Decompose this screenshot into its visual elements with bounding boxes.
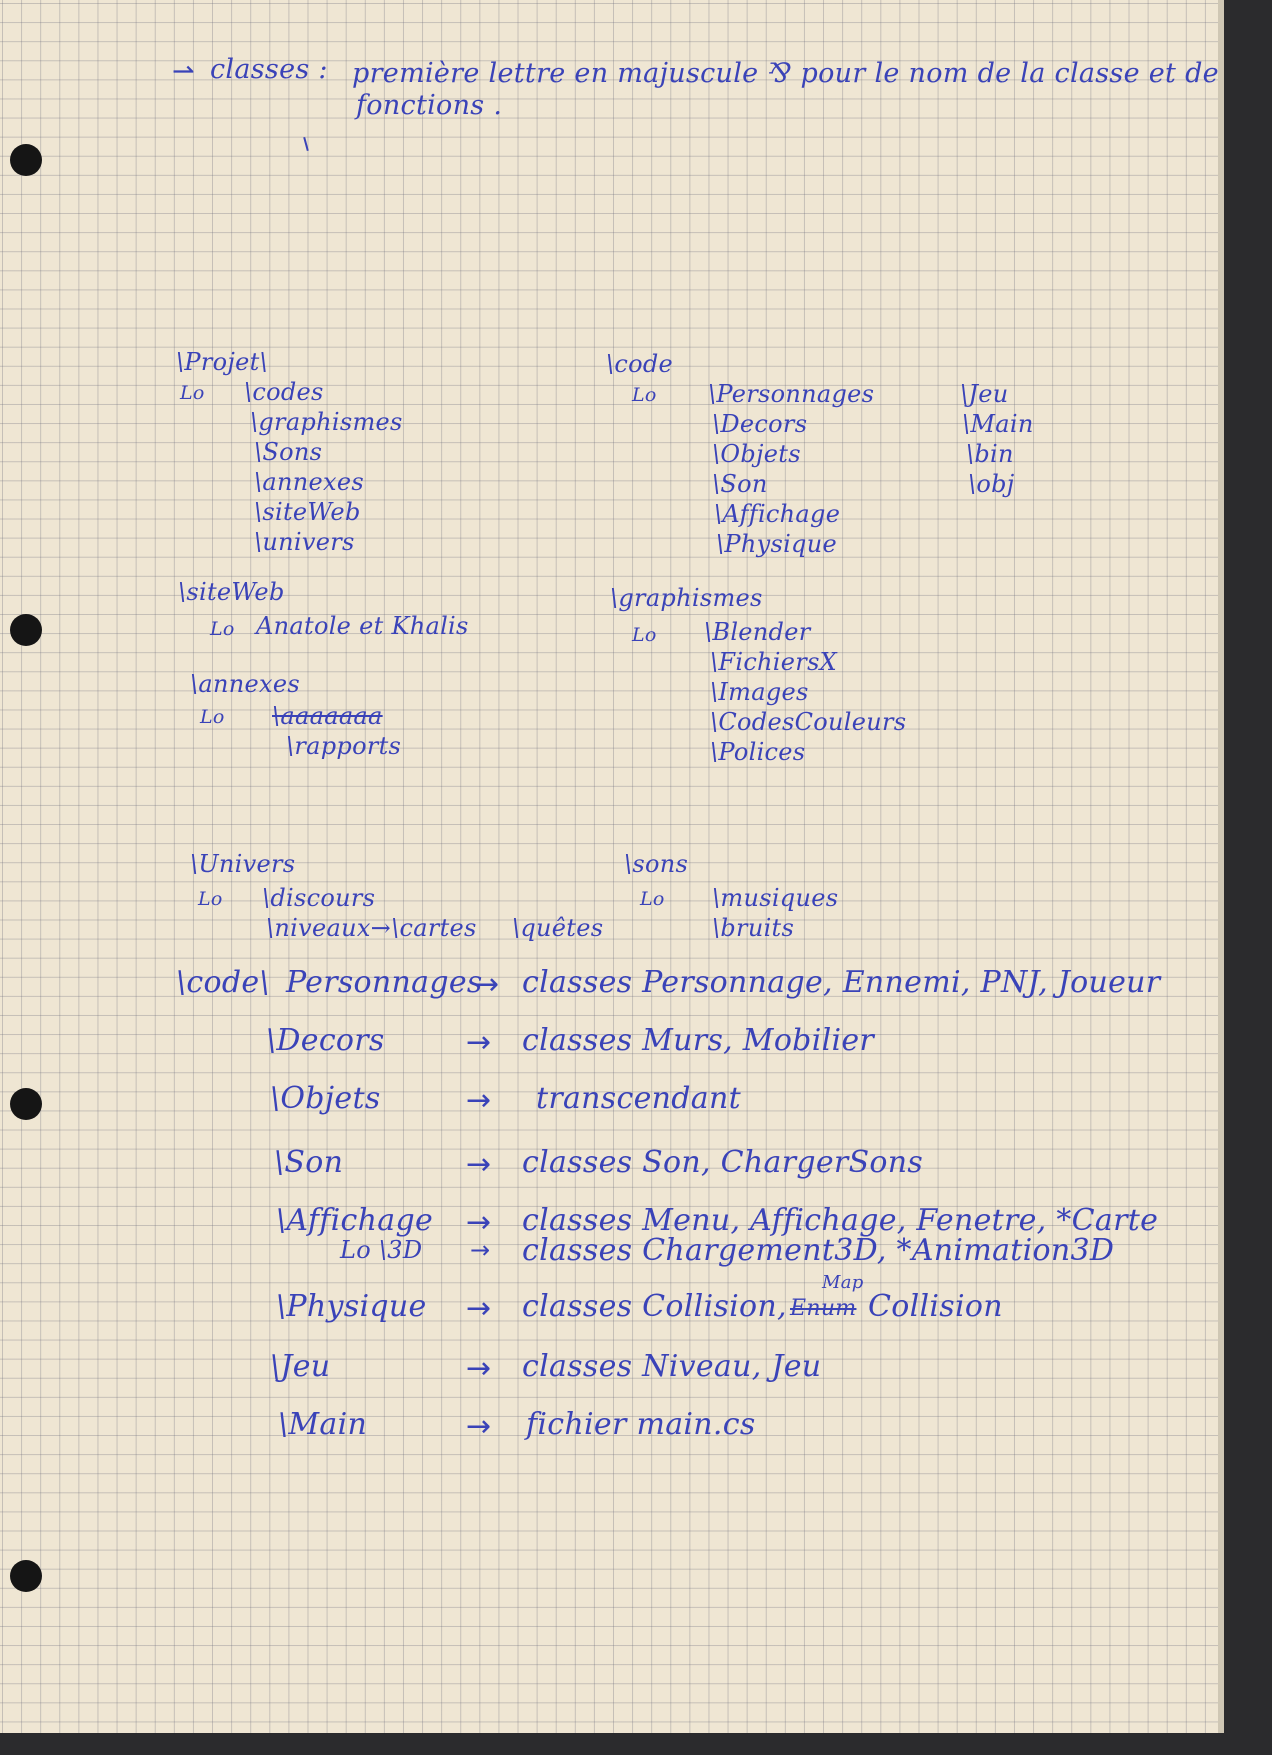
- mapping-arrow: →: [466, 1351, 492, 1386]
- punch-hole: [10, 144, 42, 176]
- tree-root: \graphismes: [610, 584, 763, 612]
- tree-item: Anatole et Khalis: [256, 612, 469, 640]
- tree-item: \quêtes: [512, 914, 604, 942]
- mapping-prefix: \code\: [176, 965, 270, 1000]
- tree-item: \Physique: [716, 530, 837, 558]
- mapping-arrow: →: [466, 1291, 492, 1326]
- header-line-1: première lettre en majuscule ⅋ pour le n…: [352, 58, 1234, 89]
- mapping-arrow: →: [466, 1147, 492, 1182]
- mapping-arrow: →: [466, 1083, 492, 1118]
- tree-item: \codes: [244, 378, 324, 406]
- tree-item: \Images: [710, 678, 809, 706]
- punch-hole: [10, 614, 42, 646]
- crossed-out-word: Enum: [790, 1296, 857, 1321]
- mapping-target: classes Son, ChargerSons: [522, 1145, 924, 1180]
- tree-item: \musiques: [712, 884, 839, 912]
- mapping-target: classes Collision,: [522, 1289, 787, 1324]
- header-line-2: fonctions .: [356, 90, 503, 121]
- mapping-arrow: →: [466, 1409, 492, 1444]
- tree-item: \discours: [262, 884, 376, 912]
- scanner-background-edge: [1218, 0, 1272, 1755]
- tree-root: \annexes: [190, 670, 300, 698]
- tree-sub-marker: Lo: [632, 384, 657, 406]
- tree-root: \siteWeb: [178, 578, 285, 606]
- tree-sub-marker: Lo: [200, 706, 225, 728]
- tree-item: \siteWeb: [254, 498, 361, 526]
- tree-item: \CodesCouleurs: [710, 708, 907, 736]
- mapping-folder: \Physique: [276, 1289, 427, 1324]
- tree-sub-marker: Lo: [640, 888, 665, 910]
- mapping-folder: \Affichage: [276, 1203, 434, 1238]
- tree-item: \Polices: [710, 738, 806, 766]
- tree-item: \Son: [712, 470, 768, 498]
- mapping-arrow: →: [466, 1025, 492, 1060]
- mapping-target: classes Niveau, Jeu: [522, 1349, 822, 1384]
- tree-sub-marker: Lo: [180, 382, 205, 404]
- punch-hole: [10, 1088, 42, 1120]
- tree-root: \Projet\: [176, 348, 268, 376]
- mapping-target: transcendant: [536, 1081, 741, 1116]
- header-arrow: ⇀: [172, 56, 195, 87]
- tree-root: \Univers: [190, 850, 296, 878]
- mapping-folder: \Main: [278, 1407, 368, 1442]
- tree-item: \univers: [254, 528, 355, 556]
- tree-item: \bruits: [712, 914, 795, 942]
- inserted-word: Map: [822, 1272, 864, 1293]
- tree-sub-marker: Lo: [210, 618, 235, 640]
- tree-item: \obj: [968, 470, 1015, 498]
- mapping-target: classes Murs, Mobilier: [522, 1023, 875, 1058]
- tree-item: \Personnages: [708, 380, 875, 408]
- tree-sub-marker: Lo: [632, 624, 657, 646]
- punch-hole: [10, 1560, 42, 1592]
- tree-item: \Objets: [712, 440, 801, 468]
- tree-item: \graphismes: [250, 408, 403, 436]
- mapping-target: classes Personnage, Ennemi, PNJ, Joueur: [522, 965, 1161, 1000]
- tree-item: \Decors: [712, 410, 808, 438]
- tree-item: \FichiersX: [710, 648, 838, 676]
- mapping-folder: \Jeu: [270, 1349, 331, 1384]
- mapping-target: classes Chargement3D, *Animation3D: [522, 1233, 1115, 1268]
- graph-paper-sheet: ⇀ classes : première lettre en majuscule…: [0, 0, 1233, 1755]
- mapping-folder: \Son: [274, 1145, 344, 1180]
- tree-item: \rapports: [286, 732, 402, 760]
- tree-item: \Main: [962, 410, 1034, 438]
- crossed-out-item: \aaaaaaa: [272, 702, 383, 730]
- mapping-target: fichier main.cs: [526, 1407, 756, 1442]
- tree-root: \sons: [624, 850, 689, 878]
- mapping-arrow: →: [474, 967, 500, 1002]
- mapping-arrow: →: [470, 1236, 491, 1264]
- mapping-arrow: →: [466, 1205, 492, 1240]
- mapping-folder: \Objets: [270, 1081, 381, 1116]
- tree-sub-marker: Lo: [198, 888, 223, 910]
- mapping-folder: \Decors: [266, 1023, 385, 1058]
- mapping-target: classes Menu, Affichage, Fenetre, *Carte: [522, 1203, 1159, 1238]
- mapping-target-tail: Collision: [868, 1289, 1003, 1324]
- tree-item: \niveaux→\cartes: [266, 914, 477, 942]
- tree-root: \code: [606, 350, 674, 378]
- tree-item: \Jeu: [960, 380, 1009, 408]
- mapping-folder: Personnages: [286, 965, 483, 1000]
- scanner-background-bottom: [0, 1733, 1272, 1755]
- mapping-folder: Lo \3D: [340, 1236, 423, 1264]
- tree-item: \Sons: [254, 438, 323, 466]
- tree-item: \Affichage: [714, 500, 841, 528]
- header-label: classes :: [210, 54, 328, 85]
- stray-mark: [303, 136, 309, 152]
- tree-item: \Blender: [704, 618, 811, 646]
- tree-item: \annexes: [254, 468, 364, 496]
- tree-item: \bin: [966, 440, 1014, 468]
